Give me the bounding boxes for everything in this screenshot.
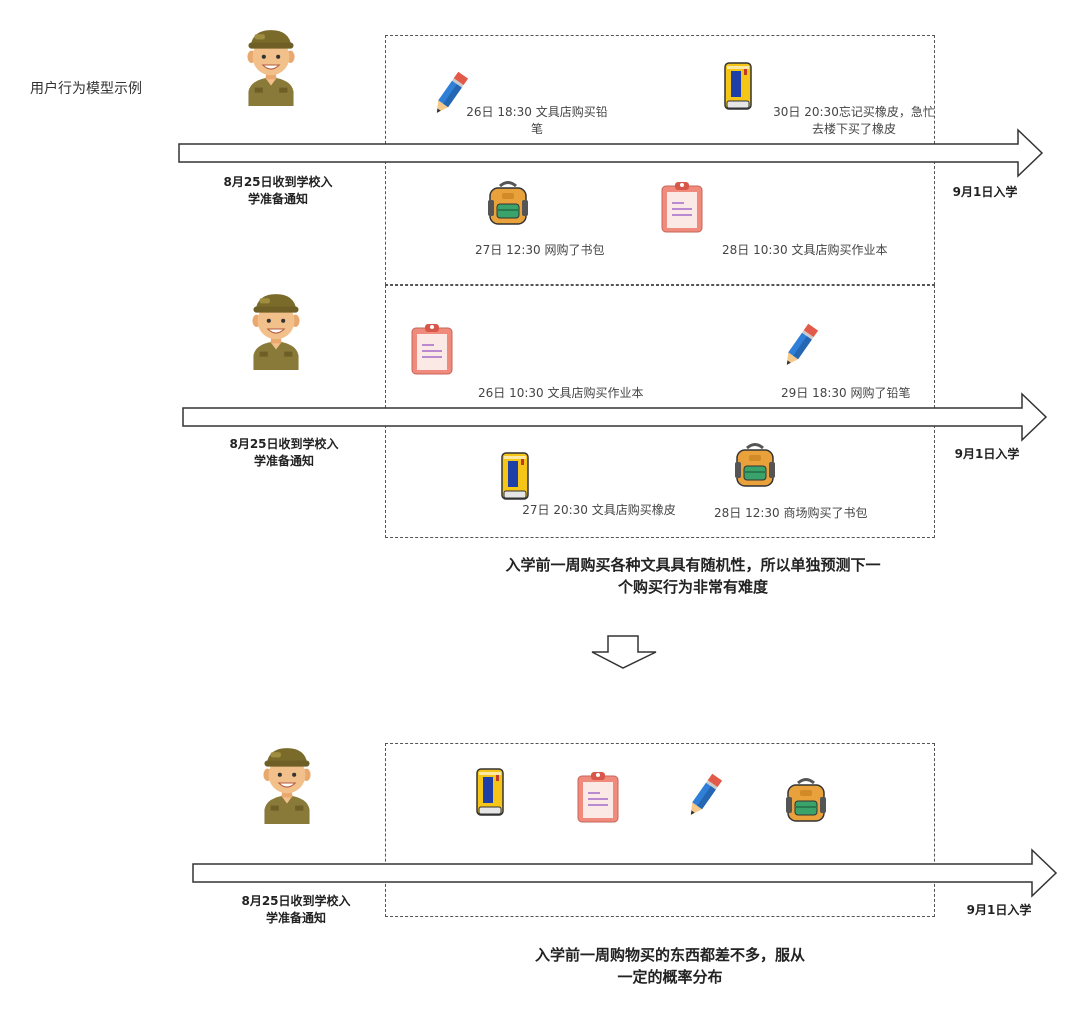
eraser-icon: [500, 450, 530, 502]
event-label: 30日 20:30忘记买橡皮，急忙去楼下买了橡皮: [773, 105, 935, 136]
event-label: 28日 12:30 商场购买了书包: [714, 506, 868, 520]
diagram-title: 用户行为模型示例: [30, 81, 142, 97]
down-arrow-icon: [591, 635, 657, 669]
timeline-arrow: [182, 392, 1048, 442]
backpack-icon: [784, 777, 828, 823]
event-window: [385, 743, 935, 917]
person-icon: [240, 24, 302, 106]
person-icon: [256, 742, 318, 824]
event-label: 26日 10:30 文具店购买作业本: [478, 386, 644, 400]
conclusion-text: 入学前一周购物买的东西都差不多，服从一定的概率分布: [534, 946, 805, 986]
end-label: 9月1日入学: [954, 447, 1020, 461]
conclusion-text: 入学前一周购买各种文具具有随机性，所以单独预测下一个购买行为非常有难度: [505, 556, 881, 596]
start-label: 8月25日收到学校入学准备通知: [223, 175, 333, 206]
backpack-icon: [486, 180, 530, 226]
pencil-icon: [780, 320, 820, 372]
event-label: 27日 12:30 网购了书包: [475, 243, 605, 257]
pencil-icon: [684, 770, 724, 822]
timeline-arrow: [178, 128, 1044, 178]
event-label: 28日 10:30 文具店购买作业本: [722, 243, 888, 257]
clipboard-icon: [410, 322, 454, 376]
eraser-icon: [475, 766, 505, 818]
event-label: 26日 18:30 文具店购买铅笔: [466, 105, 608, 136]
event-label: 27日 20:30 文具店购买橡皮: [522, 503, 676, 517]
start-label: 8月25日收到学校入学准备通知: [229, 437, 339, 468]
eraser-icon: [723, 60, 753, 112]
person-icon: [245, 288, 307, 370]
clipboard-icon: [660, 180, 704, 234]
start-label: 8月25日收到学校入学准备通知: [241, 894, 351, 925]
end-label: 9月1日入学: [966, 903, 1032, 917]
timeline-arrow: [192, 848, 1058, 898]
backpack-icon: [733, 442, 777, 488]
event-label: 29日 18:30 网购了铅笔: [781, 386, 911, 400]
end-label: 9月1日入学: [952, 185, 1018, 199]
clipboard-icon: [576, 770, 620, 824]
